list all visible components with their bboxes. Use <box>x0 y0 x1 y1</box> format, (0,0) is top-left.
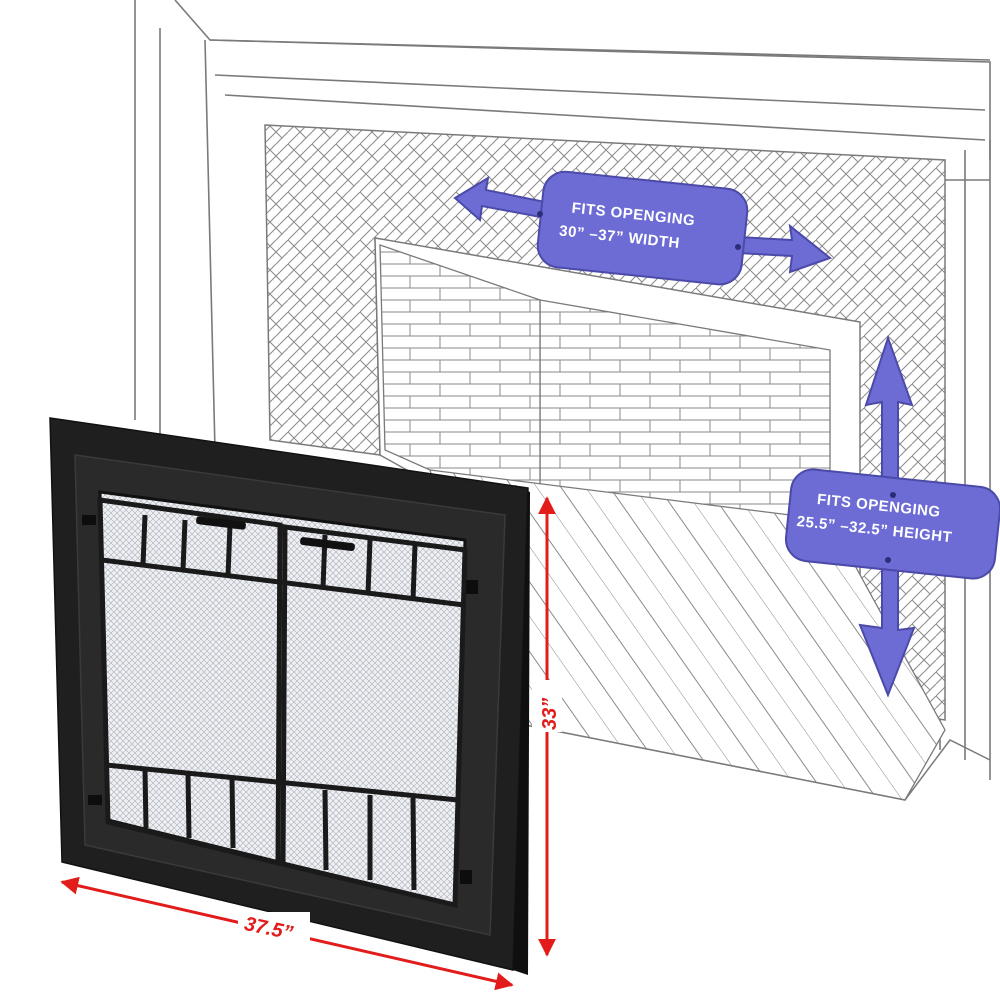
right-door-handle[interactable] <box>300 537 356 552</box>
door-height-dimension: 33” <box>532 496 562 957</box>
right-pillar <box>939 140 991 780</box>
door-height-label-bg <box>532 680 562 732</box>
mantel-surround <box>134 0 991 451</box>
width-badge <box>536 170 749 286</box>
width-callout: FITS OPENGING 30” –37” WIDTH <box>453 170 833 286</box>
width-badge-pin-right <box>735 244 741 250</box>
door-height-label: 33” <box>539 698 561 730</box>
door-left-panel <box>97 497 283 867</box>
height-badge-pin-top <box>890 492 896 498</box>
door-width-dimension: 37.5” <box>60 876 514 991</box>
door-width-label-bg <box>238 912 310 942</box>
height-callout: FITS OPENGING 25.5” –32.5” HEIGHT <box>784 334 1000 698</box>
bottom-grille <box>105 762 459 891</box>
height-badge-pin-bottom <box>885 557 891 563</box>
mantel-shelf <box>209 39 991 181</box>
top-grille <box>101 514 465 608</box>
height-badge <box>784 468 1000 580</box>
width-badge-pin-left <box>537 211 543 217</box>
fireplace-door <box>49 417 530 975</box>
left-door-handle[interactable] <box>196 516 247 530</box>
